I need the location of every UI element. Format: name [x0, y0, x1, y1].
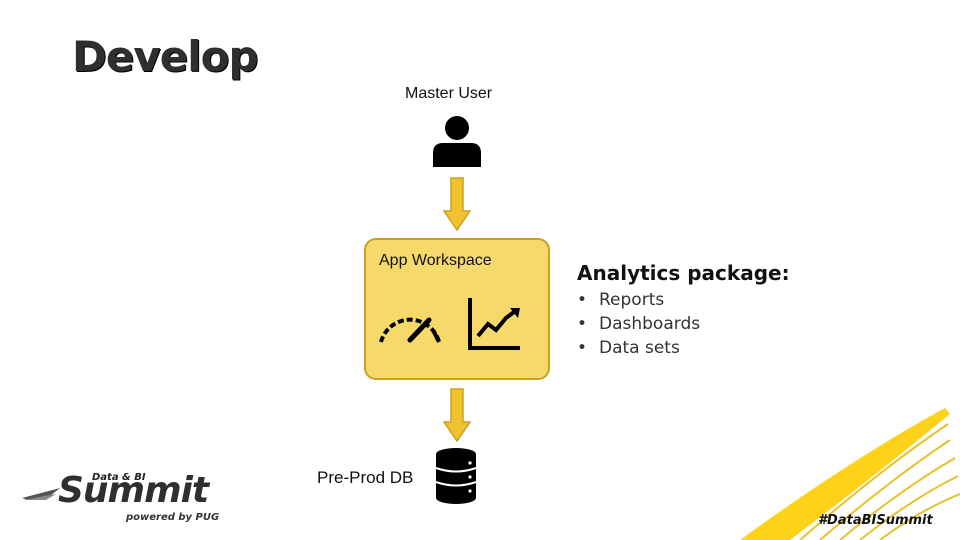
down-arrow-icon [443, 177, 471, 231]
master-user-label: Master User [405, 85, 493, 102]
decorative-swoosh [740, 408, 960, 540]
gauge-icon [379, 317, 441, 343]
person-icon [433, 116, 481, 167]
slide-title: Develop [72, 32, 259, 81]
hashtag: #DataBISummit [818, 513, 933, 528]
package-item: Data sets [577, 336, 700, 360]
logo-powered-text: powered by PUG [126, 512, 220, 523]
down-arrow-icon [443, 388, 471, 442]
logo-main-text: Summit [58, 470, 209, 511]
logo-top-text: Data & BI [92, 472, 146, 483]
package-title: Analytics package: [577, 261, 790, 285]
database-icon [435, 448, 477, 504]
summit-logo-swoosh [22, 488, 60, 500]
package-item: Reports [577, 288, 700, 312]
package-list: Reports Dashboards Data sets [577, 288, 700, 360]
pre-prod-db-label: Pre-Prod DB [317, 468, 414, 487]
line-chart-icon [468, 298, 520, 350]
app-workspace-label: App Workspace [379, 252, 492, 269]
package-item: Dashboards [577, 312, 700, 336]
